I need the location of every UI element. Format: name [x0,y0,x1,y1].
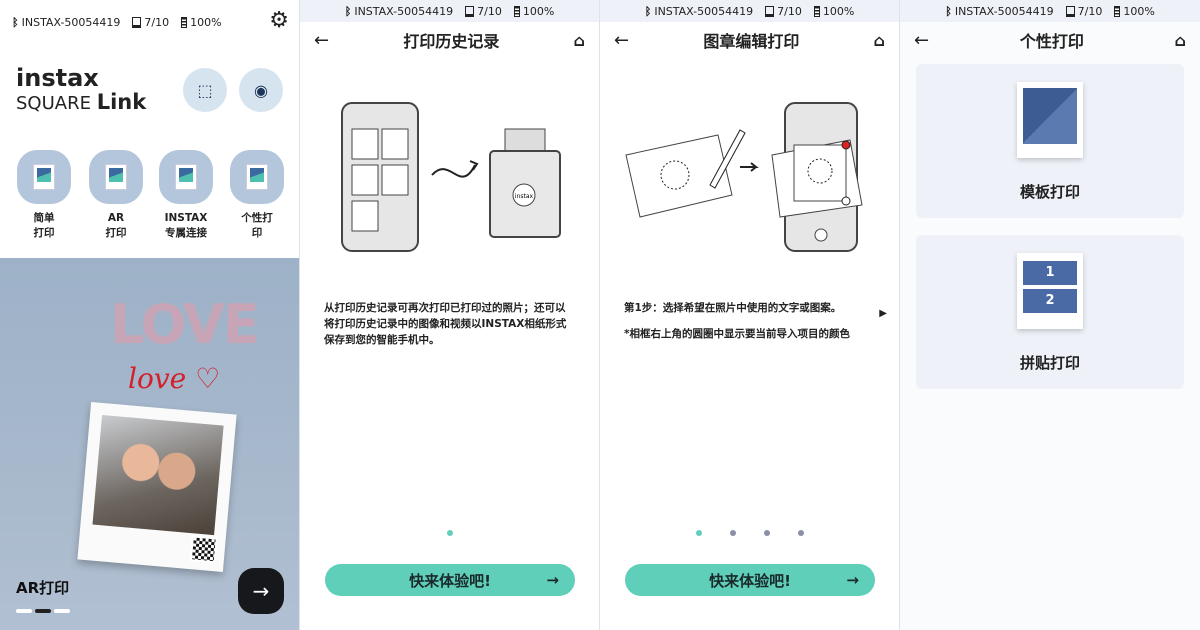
option-label: 拼贴打印 [1019,354,1080,372]
description: 第1步：选择希望在照片中使用的文字或图案。 *相框右上角的圆圈中显示要当前导入项目… [624,300,865,342]
page-title: 打印历史记录 [403,32,500,51]
film-count: 7/10 [777,4,802,18]
ar-print-banner[interactable]: LOVE love ♡ AR打印 → [0,258,299,630]
arrow-right-icon-button[interactable]: → [238,568,284,614]
back-arrow-icon[interactable]: ← [614,29,630,51]
page-title: 个性打印 [1019,32,1084,51]
device-name: INSTAX-50054419 [954,4,1054,18]
device-name: INSTAX-50054419 [654,4,754,18]
bluetooth-icon: ᛒ [945,4,952,18]
collage-print-option[interactable]: 1 2 拼贴打印 [916,235,1184,389]
template-print-option[interactable]: 模板打印 [916,64,1184,218]
feature-label: 打印 [33,227,55,239]
page-dots [600,530,899,536]
history-illustration: instax [341,102,561,252]
love-script-art: love ♡ [128,362,221,395]
ar-photo-icon [89,150,143,204]
film-icon [765,5,775,17]
feature-label: 印 [251,227,263,239]
logo-instax: instax [16,64,99,92]
button-label: 快来体验吧! [409,571,491,590]
stamp-illustration [625,102,863,252]
device-name: INSTAX-50054419 [354,4,454,18]
play-next-icon[interactable]: ▶ [879,308,887,319]
film-count: 7/10 [477,4,502,18]
feature-simple-print[interactable]: 简单打印 [16,150,72,241]
battery-icon [813,5,820,17]
note-text: *相框右上角的圆圈中显示要当前导入项目的颜色 [624,328,850,340]
printer-label: instax [515,193,534,200]
film-icon [465,5,475,17]
page-title: 图章编辑打印 [703,32,800,51]
film-count: 7/10 [1077,4,1103,18]
logo-square: SQUARE [16,93,91,114]
polaroid-photo [77,401,237,573]
film-icon [132,16,142,28]
feature-instax-connect[interactable]: INSTAX 专属连接 [158,150,214,241]
photo-icon [17,150,71,204]
battery-level: 100% [822,4,855,18]
arrow-right-icon: → [846,571,859,589]
description: 从打印历史记录可再次打印已打印过的照片；还可以将打印历史记录中的图像和视频以IN… [324,302,567,346]
love-art: LOVE [110,293,260,356]
bluetooth-icon: ᛒ [12,15,19,29]
envelope-photo-icon [159,150,213,204]
text-frame-icon-button[interactable]: ⬚ [183,68,227,112]
feature-label: INSTAX [164,212,208,224]
feature-label: AR [107,212,125,224]
logo-link: Link [96,90,147,114]
arrow-right-icon: → [546,571,559,589]
collage-icon [230,150,284,204]
battery-icon [1114,5,1121,17]
settings-gear-icon[interactable]: ⚙ [269,8,289,33]
feature-personal-print[interactable]: 个性打印 [229,150,285,241]
feature-label: 打印 [105,227,127,239]
battery-level: 100% [522,4,555,18]
button-label: 快来体验吧! [709,571,791,590]
feature-label: 简单 [33,212,55,224]
feature-ar-print[interactable]: AR 打印 [88,150,144,241]
battery-level: 100% [1123,4,1155,18]
battery-level: 100% [190,15,222,29]
camera-icon-button[interactable]: ◉ [239,68,283,112]
bluetooth-icon: ᛒ [644,4,652,18]
feature-label: 个性打 [241,212,273,224]
page-dots [300,530,599,536]
device-name: INSTAX-50054419 [21,15,121,29]
home-icon[interactable]: ⌂ [873,30,885,50]
film-icon [1065,5,1075,17]
back-arrow-icon[interactable]: ← [914,29,930,51]
collage-cell: 2 [1023,289,1077,313]
battery-icon [181,16,188,28]
feature-label: 专属连接 [165,227,207,239]
home-icon[interactable]: ⌂ [573,30,585,50]
back-arrow-icon[interactable]: ← [314,29,330,51]
step-text: 第1步：选择希望在照片中使用的文字或图案。 [624,302,842,314]
home-icon[interactable]: ⌂ [1174,30,1186,50]
option-label: 模板打印 [1019,183,1080,201]
try-now-button[interactable]: 快来体验吧! → [625,564,875,596]
banner-label: AR打印 [16,579,70,597]
battery-icon [513,5,520,17]
qr-code [189,535,218,564]
template-thumbnail [1017,82,1083,158]
film-count: 7/10 [144,15,170,29]
collage-cell: 1 [1023,261,1077,285]
collage-thumbnail: 1 2 [1017,253,1083,329]
try-now-button[interactable]: 快来体验吧! → [325,564,575,596]
bluetooth-icon: ᛒ [344,4,352,18]
banner-pager [16,609,70,613]
app-logo: instax SQUARE Link [16,66,146,116]
